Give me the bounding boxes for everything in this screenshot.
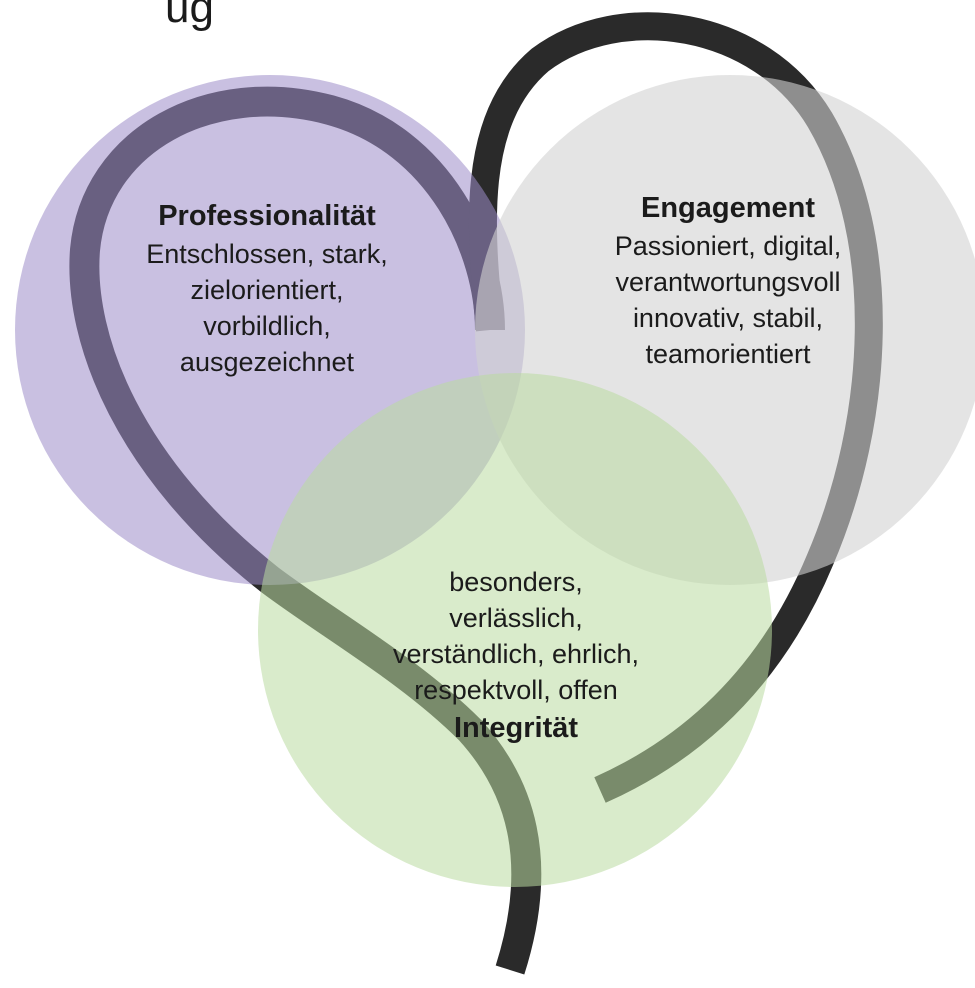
professionalitaet-line-1: Entschlossen, stark, xyxy=(146,239,388,269)
integritaet-line-2: verlässlich, xyxy=(449,603,583,633)
engagement-line-2: verantwortungsvoll xyxy=(615,267,841,297)
engagement-title: Engagement xyxy=(640,192,816,224)
engagement-line-3: innovativ, stabil, xyxy=(632,303,824,333)
top-title-fragment-text: ug xyxy=(165,0,214,32)
label-integritaet: besonders, verlässlich, verständlich, eh… xyxy=(393,564,639,748)
engagement-line-4: teamorientiert xyxy=(645,339,811,369)
integritaet-line-4: respektvoll, offen xyxy=(414,675,618,705)
professionalitaet-line-3: vorbildlich, xyxy=(203,311,331,341)
circle-integritaet xyxy=(258,373,772,887)
integritaet-line-3: verständlich, ehrlich, xyxy=(392,639,640,669)
professionalitaet-title: Professionalität xyxy=(158,200,376,232)
integritaet-title: Integrität xyxy=(453,712,579,744)
professionalitaet-line-2: zielorientiert, xyxy=(190,275,344,305)
label-professionalitaet: Professionalität Entschlossen, stark, zi… xyxy=(146,196,388,380)
engagement-line-1: Passioniert, digital, xyxy=(614,231,842,261)
integritaet-line-1: besonders, xyxy=(449,567,583,597)
professionalitaet-line-4: ausgezeichnet xyxy=(179,347,355,377)
label-engagement: Engagement Passioniert, digital, verantw… xyxy=(615,188,842,372)
